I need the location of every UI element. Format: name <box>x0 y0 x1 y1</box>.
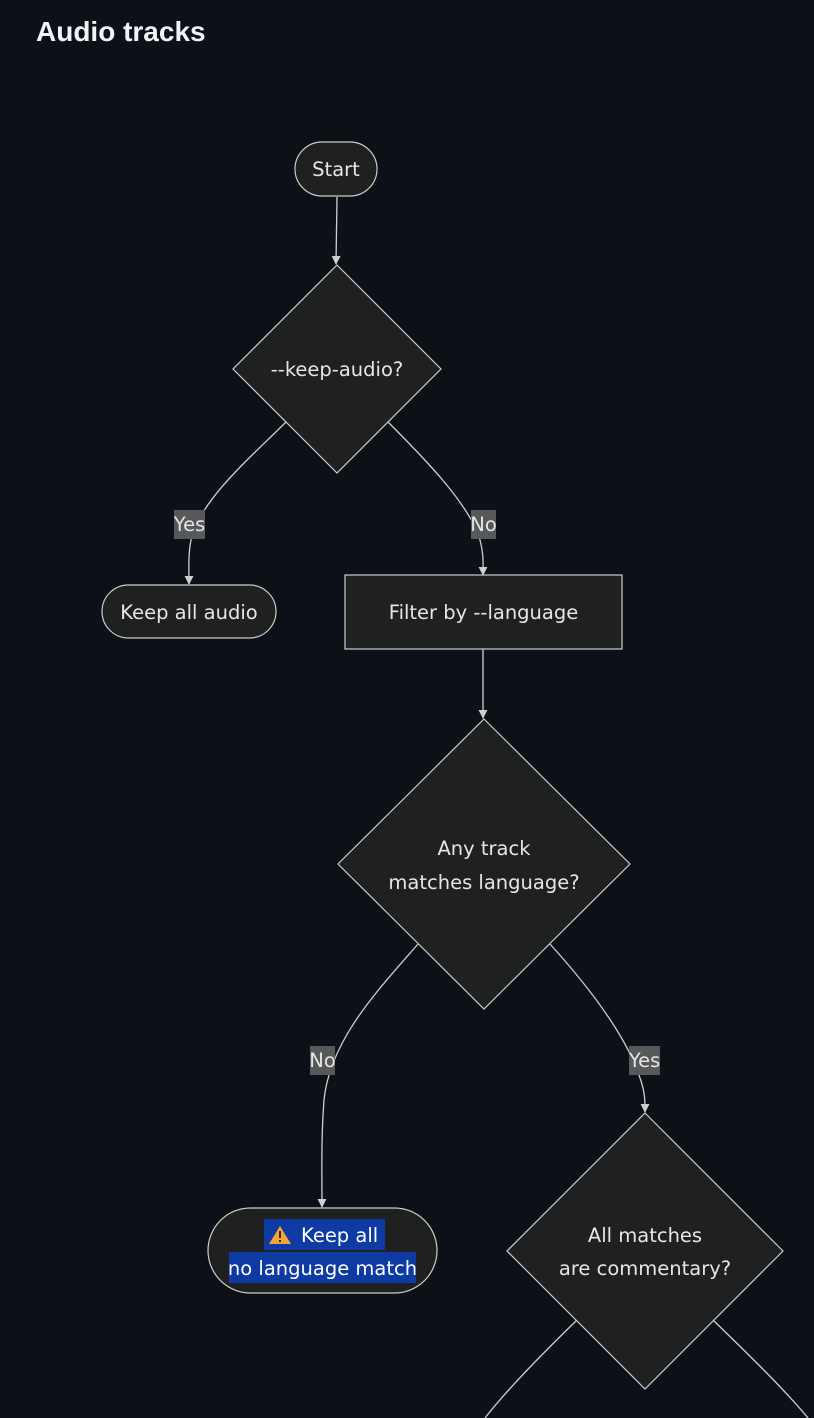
node-keep-all-audio: Keep all audio <box>101 584 277 639</box>
edge-keep-audio-yes <box>184 421 287 585</box>
node-keep-all-label-line2: no language match <box>228 1257 417 1280</box>
node-any-track-label-line2: matches language? <box>388 871 579 894</box>
node-filter-by-language: Filter by --language <box>344 574 623 650</box>
node-keep-all-audio-label: Keep all audio <box>120 601 257 624</box>
edge-commentary-left <box>484 1319 578 1418</box>
node-any-track-decision: Any track matches language? <box>337 718 631 1010</box>
edge-label-keep-audio-yes: Yes <box>173 510 205 539</box>
edge-label-text: Yes <box>628 1049 660 1072</box>
node-keep-audio-decision: --keep-audio? <box>232 264 442 474</box>
edge-label-text: Yes <box>173 513 205 536</box>
node-keep-all-label-line1: Keep all <box>301 1224 378 1247</box>
warning-icon <box>269 1226 291 1244</box>
edge-any-track-no <box>317 943 419 1208</box>
edge-label-keep-audio-no: No <box>470 510 497 539</box>
node-filter-label: Filter by --language <box>389 601 578 624</box>
edge-commentary-right <box>712 1319 809 1418</box>
node-keep-audio-label: --keep-audio? <box>271 358 403 381</box>
edge-label-any-track-yes: Yes <box>628 1046 660 1075</box>
node-start-label: Start <box>312 158 360 181</box>
page-title: Audio tracks <box>36 16 206 47</box>
node-any-track-label-line1: Any track <box>437 837 531 860</box>
node-all-commentary-decision: All matches are commentary? <box>506 1112 784 1390</box>
node-start: Start <box>294 141 378 197</box>
edge-label-text: No <box>309 1049 336 1072</box>
node-all-commentary-label-line1: All matches <box>588 1224 702 1247</box>
edge-label-any-track-no: No <box>309 1046 336 1075</box>
node-keep-all-no-match: Keep all no language match <box>207 1207 438 1294</box>
edge-start-to-keep-audio <box>331 196 341 265</box>
edge-label-text: No <box>470 513 497 536</box>
edge-any-track-yes <box>549 943 650 1113</box>
node-all-commentary-label-line2: are commentary? <box>559 1257 731 1280</box>
edge-keep-audio-no <box>387 421 488 576</box>
